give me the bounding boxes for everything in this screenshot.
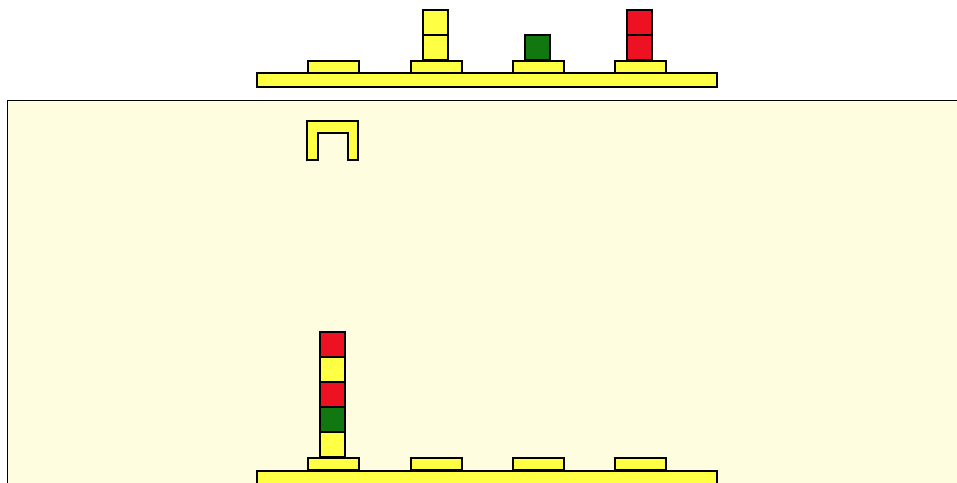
current-peg-1[interactable]: [307, 457, 360, 471]
play-area[interactable]: [7, 100, 957, 483]
current-block-peg1-2-green[interactable]: [319, 406, 346, 433]
gripper-claw[interactable]: [306, 120, 360, 162]
goal-block-peg2-2-yellow: [422, 9, 449, 36]
gripper-shape: [307, 121, 358, 160]
goal-peg-2: [410, 60, 463, 74]
current-base: [256, 470, 718, 483]
goal-peg-3: [512, 60, 565, 74]
goal-block-peg3-1-green: [524, 34, 551, 61]
goal-block-peg4-1-red: [626, 34, 653, 61]
current-block-peg1-1-yellow[interactable]: [319, 431, 346, 458]
current-peg-4[interactable]: [614, 457, 667, 471]
goal-base: [256, 72, 718, 88]
goal-peg-1: [307, 60, 360, 74]
goal-block-peg2-1-yellow: [422, 34, 449, 61]
current-block-peg1-4-yellow[interactable]: [319, 356, 346, 383]
current-peg-3[interactable]: [512, 457, 565, 471]
current-peg-2[interactable]: [410, 457, 463, 471]
current-block-peg1-3-red[interactable]: [319, 381, 346, 408]
goal-peg-4: [614, 60, 667, 74]
current-block-peg1-5-red[interactable]: [319, 331, 346, 358]
goal-block-peg4-2-red: [626, 9, 653, 36]
